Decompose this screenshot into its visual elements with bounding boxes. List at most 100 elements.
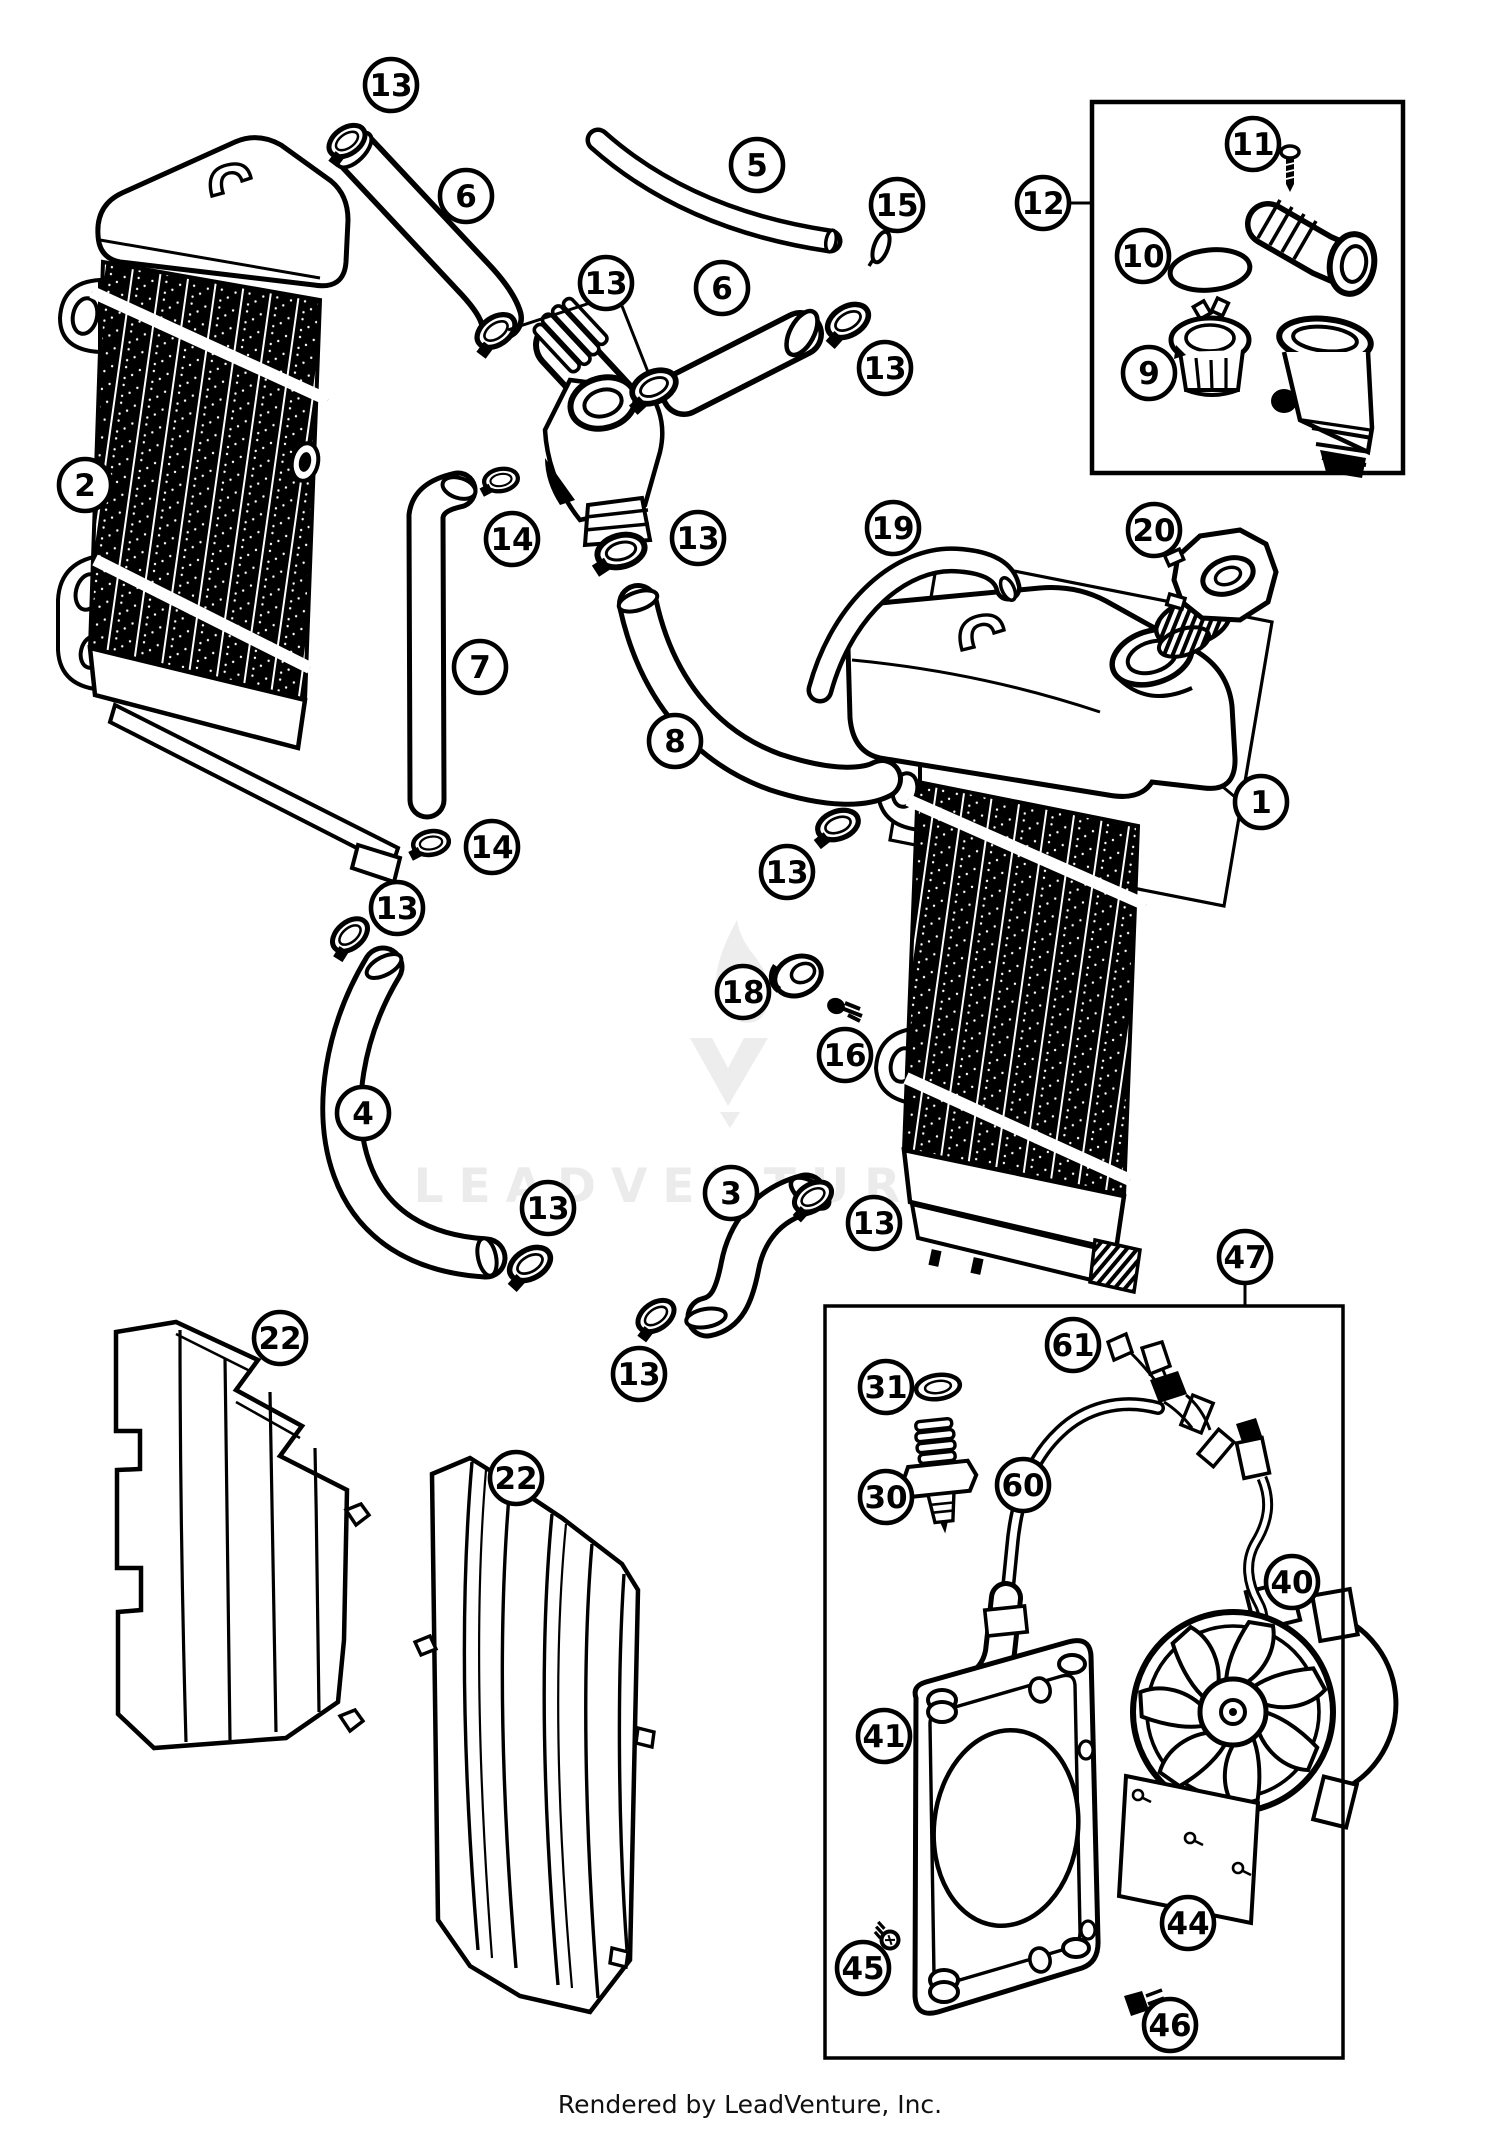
callout-11[interactable]: 11 xyxy=(1224,115,1282,173)
callout-5[interactable]: 5 xyxy=(728,136,786,194)
callout-20[interactable]: 20 xyxy=(1125,501,1183,559)
screw-11-icon xyxy=(1279,144,1301,192)
callout-41[interactable]: 41 xyxy=(855,1707,913,1765)
callout-47[interactable]: 47 xyxy=(1216,1228,1274,1286)
svg-text:13: 13 xyxy=(526,1191,569,1227)
callout-2[interactable]: 2 xyxy=(56,456,114,514)
o-ring-31 xyxy=(913,1372,963,1402)
callout-14[interactable]: 14 xyxy=(483,510,541,568)
svg-text:3: 3 xyxy=(720,1176,742,1212)
watermark-v-icon xyxy=(690,1038,768,1128)
thermostat-cover-fitting xyxy=(1245,199,1378,297)
radiator-right xyxy=(845,585,1238,1295)
svg-text:5: 5 xyxy=(746,148,768,184)
hose-8 xyxy=(616,583,903,807)
callout-16[interactable]: 16 xyxy=(816,1026,874,1084)
radiator-left-bottom-tank xyxy=(87,645,308,751)
radiator-guard-left xyxy=(113,1319,372,1751)
callout-19[interactable]: 19 xyxy=(864,499,922,557)
thermostat-9 xyxy=(1168,295,1252,397)
callout-15[interactable]: 15 xyxy=(868,176,926,234)
callout-44[interactable]: 44 xyxy=(1159,1894,1217,1952)
group-box-2 xyxy=(823,1304,1345,2060)
o-ring-10 xyxy=(1167,247,1253,293)
svg-text:14: 14 xyxy=(490,522,533,558)
fan-40 xyxy=(1130,1418,1399,1830)
svg-text:13: 13 xyxy=(617,1357,660,1393)
svg-text:10: 10 xyxy=(1121,239,1164,275)
leader-lines xyxy=(507,201,1247,1307)
radiator-right-filler-slot-icon xyxy=(958,613,1006,653)
svg-text:1: 1 xyxy=(1250,785,1272,821)
clip-15 xyxy=(867,229,892,267)
callout-13[interactable]: 13 xyxy=(610,1345,668,1403)
callout-12[interactable]: 12 xyxy=(1014,174,1072,232)
thermostat-y-fitting xyxy=(532,296,665,548)
svg-text:30: 30 xyxy=(864,1480,907,1516)
callout-13[interactable]: 13 xyxy=(362,56,420,114)
hose-5 xyxy=(585,127,843,254)
screw-46-icon xyxy=(1124,1988,1165,2016)
callout-45[interactable]: 45 xyxy=(834,1939,892,1997)
svg-text:44: 44 xyxy=(1166,1906,1209,1942)
callout-13[interactable]: 13 xyxy=(669,509,727,567)
callout-13[interactable]: 13 xyxy=(845,1194,903,1252)
footer-credit: Rendered by LeadVenture, Inc. xyxy=(558,2090,942,2119)
callout-13[interactable]: 13 xyxy=(577,254,635,312)
fan-kit-group xyxy=(866,1331,1399,2016)
leader-line xyxy=(507,301,591,332)
svg-text:19: 19 xyxy=(871,511,914,547)
svg-text:6: 6 xyxy=(455,179,477,215)
thermostat-housing-fitting xyxy=(1271,315,1375,478)
callout-8[interactable]: 8 xyxy=(646,712,704,770)
svg-text:41: 41 xyxy=(862,1719,905,1755)
callout-31[interactable]: 31 xyxy=(857,1358,915,1416)
svg-text:11: 11 xyxy=(1231,127,1274,163)
callout-6[interactable]: 6 xyxy=(693,259,751,317)
callout-6[interactable]: 6 xyxy=(437,167,495,225)
callout-7[interactable]: 7 xyxy=(451,638,509,696)
group-boxes xyxy=(823,99,1406,2060)
callout-61[interactable]: 61 xyxy=(1044,1316,1102,1374)
svg-text:18: 18 xyxy=(721,975,764,1011)
svg-text:6: 6 xyxy=(711,271,733,307)
callout-13[interactable]: 13 xyxy=(368,879,426,937)
callout-13[interactable]: 13 xyxy=(519,1179,577,1237)
callout-4[interactable]: 4 xyxy=(334,1084,392,1142)
svg-text:16: 16 xyxy=(823,1038,866,1074)
callout-13[interactable]: 13 xyxy=(856,339,914,397)
callout-1[interactable]: 1 xyxy=(1232,773,1290,831)
callout-22[interactable]: 22 xyxy=(251,1309,309,1367)
radiator-cap-20 xyxy=(1153,527,1279,659)
callout-46[interactable]: 46 xyxy=(1141,1996,1199,2054)
svg-text:8: 8 xyxy=(664,724,686,760)
callout-18[interactable]: 18 xyxy=(714,963,772,1021)
fan-shroud-41 xyxy=(912,1638,1101,2016)
callout-22[interactable]: 22 xyxy=(487,1449,545,1507)
callout-14[interactable]: 14 xyxy=(463,818,521,876)
svg-text:13: 13 xyxy=(676,521,719,557)
callout-40[interactable]: 40 xyxy=(1263,1553,1321,1611)
callout-13[interactable]: 13 xyxy=(758,843,816,901)
svg-text:40: 40 xyxy=(1270,1565,1313,1601)
thermostat-kit-group xyxy=(1167,144,1378,478)
radiator-left-core xyxy=(87,259,323,703)
svg-text:7: 7 xyxy=(469,650,491,686)
svg-text:61: 61 xyxy=(1051,1328,1094,1364)
screw-16-icon xyxy=(827,997,863,1023)
hose-6-lower xyxy=(660,308,824,417)
callout-60[interactable]: 60 xyxy=(994,1456,1052,1514)
svg-text:60: 60 xyxy=(1001,1468,1044,1504)
callout-10[interactable]: 10 xyxy=(1114,227,1172,285)
svg-text:15: 15 xyxy=(875,188,918,224)
callout-3[interactable]: 3 xyxy=(702,1164,760,1222)
svg-text:12: 12 xyxy=(1021,186,1064,222)
svg-text:9: 9 xyxy=(1138,356,1160,392)
callout-9[interactable]: 9 xyxy=(1120,344,1178,402)
leader-line xyxy=(1222,785,1236,799)
leader-line xyxy=(620,305,650,373)
callout-30[interactable]: 30 xyxy=(857,1468,915,1526)
svg-text:47: 47 xyxy=(1223,1240,1266,1276)
